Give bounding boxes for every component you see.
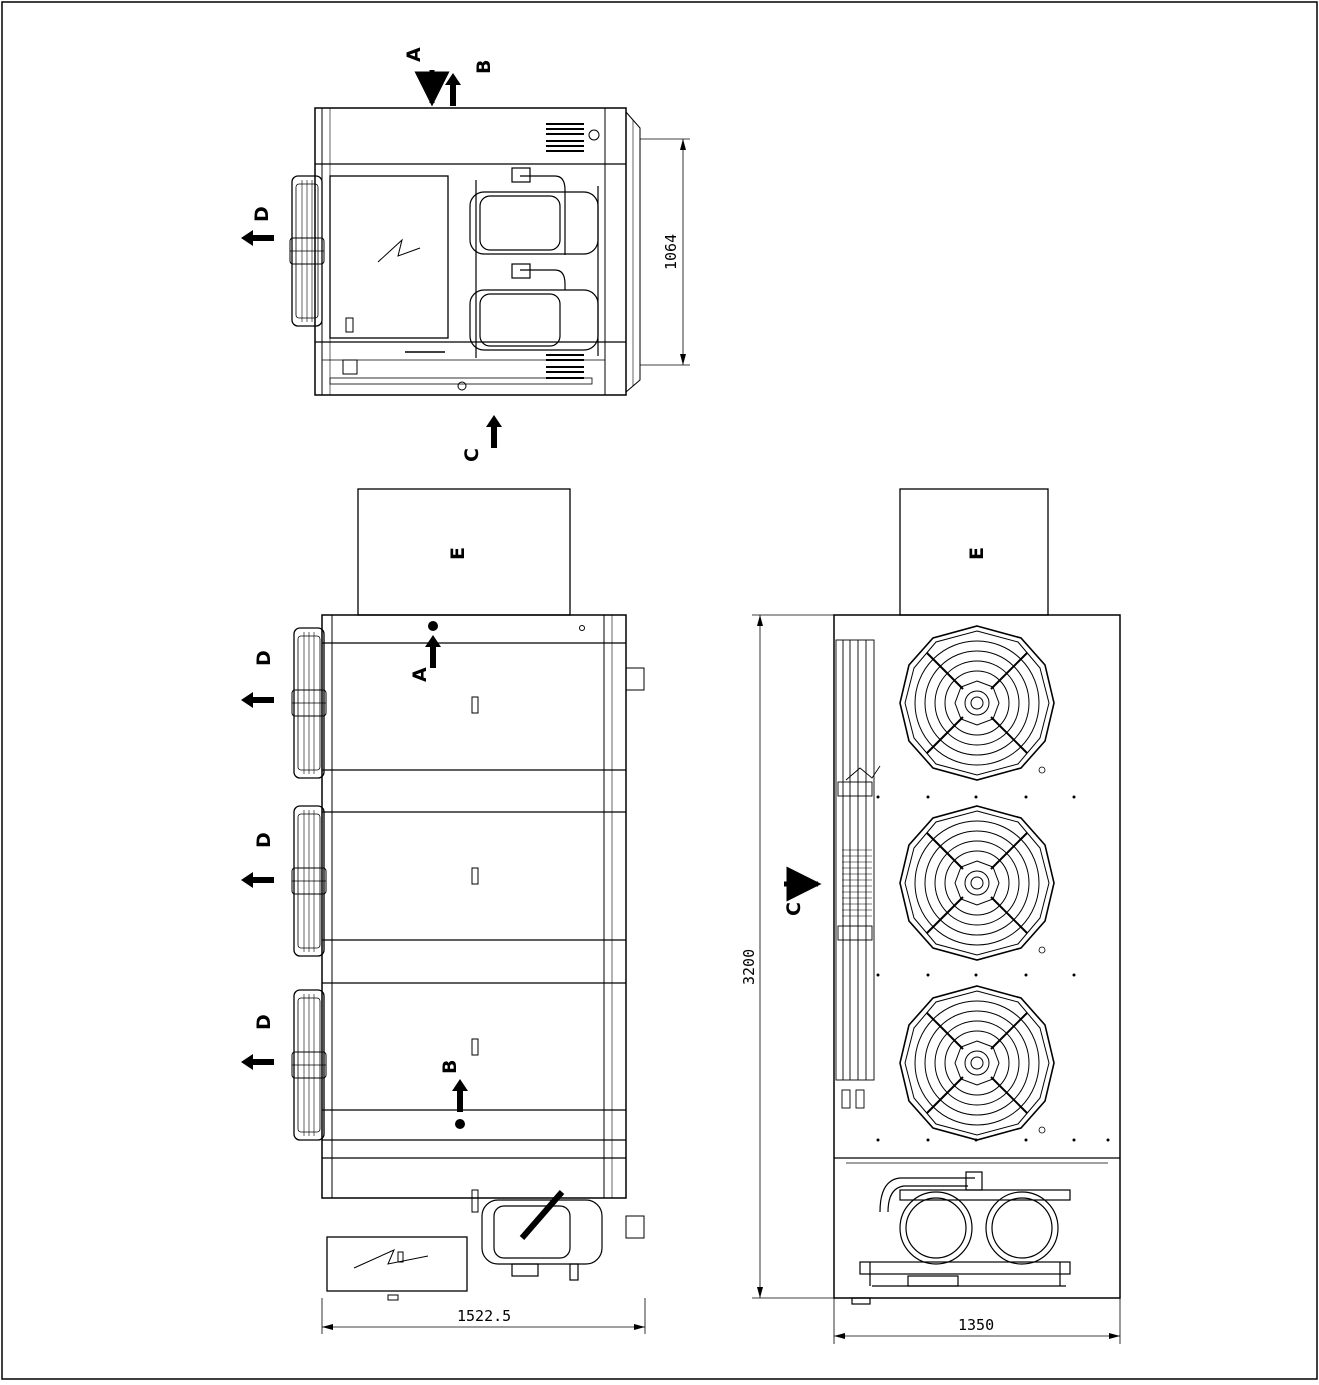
label-b-front: B — [439, 1060, 461, 1074]
port-a-front — [428, 621, 438, 631]
arrow-icon — [452, 1079, 468, 1112]
fan-guard-icon — [899, 805, 1055, 961]
front-compressor — [481, 1190, 603, 1281]
arrow-icon — [425, 635, 441, 668]
arrow-icon — [241, 230, 274, 246]
label-a-top: A — [403, 47, 425, 62]
top-electrical-box — [329, 175, 449, 339]
dim-side-width: 1350 — [958, 1316, 994, 1334]
label-d-top: D — [251, 206, 273, 222]
arrow-icon — [445, 73, 461, 106]
fan-guard-icon — [899, 985, 1055, 1141]
top-view: A B C D 1064 — [241, 47, 690, 462]
label-a-front: A — [409, 667, 431, 682]
side-coil — [835, 639, 881, 1109]
label-d-front-3: D — [253, 1014, 275, 1030]
dim-side-height: 3200 — [740, 949, 758, 985]
arrow-icon — [486, 415, 502, 448]
front-view: E — [241, 488, 646, 1334]
arrow-icon — [241, 1054, 274, 1070]
label-e-front: E — [447, 547, 469, 560]
front-electrical-box — [326, 1236, 468, 1292]
arrow-icon — [241, 692, 274, 708]
front-fan-3 — [291, 989, 327, 1141]
side-view: E — [740, 488, 1121, 1344]
label-b-top: B — [473, 60, 495, 74]
dim-front-width: 1522.5 — [457, 1307, 511, 1325]
top-fan — [289, 175, 325, 327]
port-b-front — [455, 1119, 465, 1129]
fan-guard-icon — [899, 625, 1055, 781]
arrow-icon — [241, 872, 274, 888]
electrical-hazard-icon — [353, 1249, 429, 1269]
compressor-icon — [851, 1171, 1071, 1305]
label-c-top: C — [461, 448, 483, 462]
label-d-front-1: D — [253, 650, 275, 666]
label-c-side: C — [783, 902, 805, 916]
label-d-front-2: D — [253, 832, 275, 848]
dim-top-height: 1064 — [662, 234, 680, 270]
electrical-hazard-icon — [377, 238, 421, 263]
label-e-side: E — [966, 547, 988, 560]
front-fan-1 — [291, 627, 327, 779]
front-fan-2 — [291, 805, 327, 957]
top-compressors — [469, 167, 599, 358]
